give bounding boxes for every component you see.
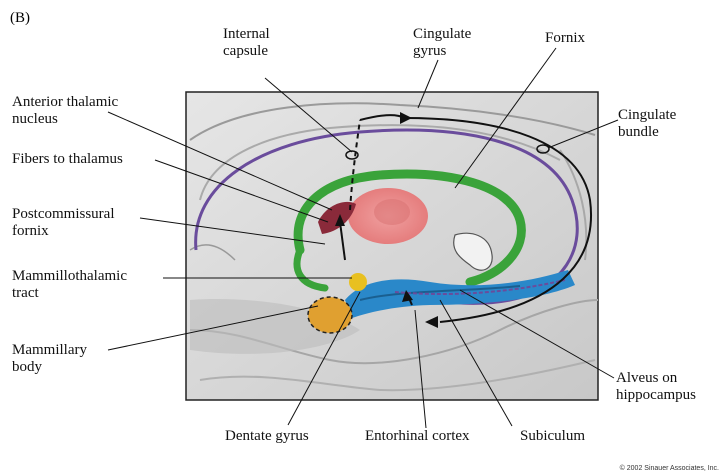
mammillary-body (308, 297, 352, 333)
label-mammillary-body: Mammillary body (12, 342, 87, 376)
label-fibers-to-thalamus: Fibers to thalamus (12, 151, 123, 168)
label-alveus-on-hippocampus: Alveus on hippocampus (616, 370, 696, 404)
copyright-notice: © 2002 Sinauer Associates, Inc. (620, 465, 719, 472)
label-entorhinal-cortex: Entorhinal cortex (365, 428, 470, 445)
label-internal-capsule: Internal capsule (223, 26, 270, 60)
label-fornix: Fornix (545, 30, 585, 47)
mammillary-nucleus (349, 273, 367, 291)
label-anterior-thalamic-nucleus: Anterior thalamic nucleus (12, 94, 118, 128)
label-cingulate-gyrus: Cingulate gyrus (413, 26, 471, 60)
label-mammillothalamic-tract: Mammillothalamic tract (12, 268, 127, 302)
label-subiculum: Subiculum (520, 428, 585, 445)
label-postcommissural-fornix: Postcommissural fornix (12, 206, 115, 240)
panel-label: (B) (10, 10, 30, 27)
label-cingulate-bundle: Cingulate bundle (618, 107, 676, 141)
label-dentate-gyrus: Dentate gyrus (225, 428, 309, 445)
